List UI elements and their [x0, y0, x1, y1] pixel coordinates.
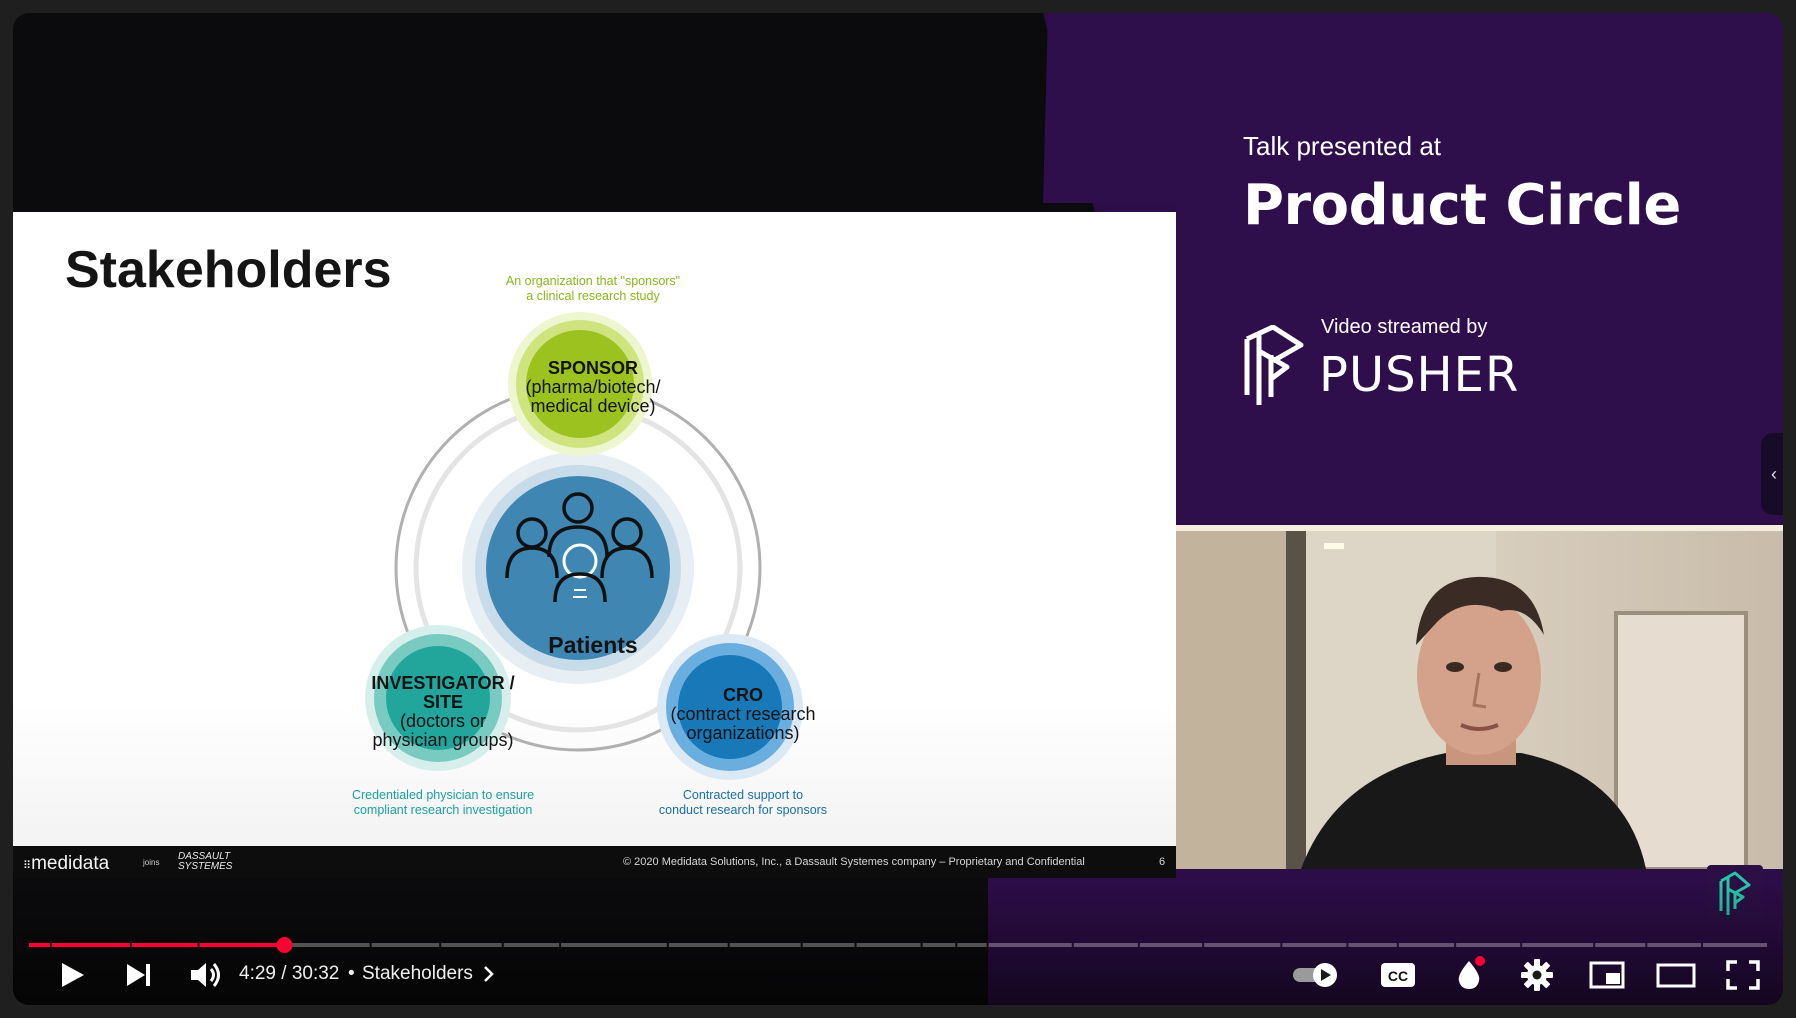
medidata-logo: ⠿medidata — [23, 853, 110, 874]
patients-label: Patients — [548, 632, 638, 658]
presentation-slide: Stakeholders An organization that "spons… — [13, 212, 1176, 878]
progress-segment[interactable] — [1204, 943, 1281, 947]
pusher-wordmark: PUSHER — [1319, 347, 1520, 403]
time-display: 4:29 / 30:32 — [239, 963, 340, 984]
progress-segment[interactable] — [1139, 943, 1203, 947]
progress-segment[interactable] — [371, 943, 440, 947]
cro-subtitle: (contract research organizations) — [670, 704, 816, 743]
progress-played — [199, 943, 283, 947]
play-icon[interactable] — [49, 953, 93, 997]
chevron-right-icon[interactable] — [479, 961, 499, 987]
collapse-panel-tab[interactable]: ‹ — [1761, 433, 1783, 515]
stakeholder-diagram — [365, 312, 803, 780]
progress-segment[interactable] — [1595, 943, 1646, 947]
progress-segment[interactable] — [802, 943, 855, 947]
progress-segment[interactable] — [1282, 943, 1347, 947]
progress-segment[interactable] — [668, 943, 728, 947]
video-player[interactable]: Stakeholders An organization that "spons… — [13, 13, 1783, 1005]
investigator-circle — [386, 646, 490, 750]
progress-segment[interactable] — [957, 943, 987, 947]
slide-number: 6 — [1159, 856, 1166, 868]
people-icon — [505, 492, 654, 603]
investigator-title: INVESTIGATOR / SITE — [371, 673, 515, 712]
joins-text: joins — [143, 858, 160, 867]
streamed-by-text: Video streamed by — [1321, 316, 1488, 338]
cro-circle — [678, 655, 782, 759]
speaker-webcam — [1176, 525, 1783, 869]
dassault-logo: DASSAULT SYSTEMES — [178, 851, 233, 872]
progress-played — [131, 943, 198, 947]
progress-segment[interactable] — [1073, 943, 1138, 947]
speaker-shoulders — [1301, 753, 1646, 869]
progress-played — [29, 943, 50, 947]
chapter-title[interactable]: Stakeholders — [362, 963, 473, 984]
progress-played — [51, 943, 130, 947]
progress-segment[interactable] — [1456, 943, 1521, 947]
captions-icon[interactable]: CC — [1375, 953, 1423, 997]
progress-segment[interactable] — [284, 943, 370, 947]
miniplayer-icon[interactable] — [1583, 953, 1631, 997]
progress-segment[interactable] — [922, 943, 956, 947]
autoplay-toggle[interactable] — [1289, 953, 1345, 997]
scrubber-handle[interactable] — [276, 937, 293, 953]
grid-dots-icon: ⠿ — [23, 860, 32, 872]
progress-segment[interactable] — [729, 943, 801, 947]
cro-title: CRO — [723, 685, 763, 705]
investigator-subtitle: (doctors or physician groups) — [372, 711, 514, 750]
progress-segment[interactable] — [561, 943, 667, 947]
progress-segment[interactable] — [1348, 943, 1397, 947]
ambient-mode-icon[interactable] — [1445, 953, 1493, 997]
pusher-logo-icon — [1244, 325, 1304, 405]
next-icon[interactable] — [117, 953, 161, 997]
fullscreen-icon[interactable] — [1719, 953, 1767, 997]
cro-label: CRO (contract research organizations) — [643, 686, 843, 743]
copyright-text: © 2020 Medidata Solutions, Inc., a Dassa… — [623, 856, 1085, 868]
volume-icon[interactable] — [183, 953, 227, 997]
progress-segment[interactable] — [441, 943, 502, 947]
investigator-annotation: Credentialed physician to ensure complia… — [351, 788, 535, 817]
theater-mode-icon[interactable] — [1651, 953, 1703, 997]
cro-annotation: Contracted support to conduct research f… — [658, 788, 828, 817]
investigator-label: INVESTIGATOR / SITE (doctors or physicia… — [343, 674, 543, 750]
sponsor-annotation: An organization that "sponsors" a clinic… — [505, 274, 681, 303]
progress-segment[interactable] — [988, 943, 1072, 947]
sponsor-title: SPONSOR — [547, 358, 639, 378]
progress-segment[interactable] — [1522, 943, 1594, 947]
progress-segment[interactable] — [1398, 943, 1455, 947]
controls-overlay — [13, 883, 1783, 1005]
settings-icon[interactable] — [1513, 953, 1561, 997]
patients-circle — [486, 476, 670, 660]
speaker-video-frame — [1176, 525, 1783, 869]
chapter-separator: • — [348, 963, 355, 984]
progress-segment[interactable] — [856, 943, 921, 947]
progress-segment[interactable] — [1702, 943, 1767, 947]
event-title: Product Circle — [1243, 173, 1681, 238]
sponsor-label: SPONSOR (pharma/biotech/ medical device) — [483, 359, 703, 416]
captions-label: CC — [1388, 968, 1408, 984]
sponsor-subtitle: (pharma/biotech/ medical device) — [525, 377, 661, 416]
sponsor-circle — [526, 330, 634, 438]
talk-subtitle: Talk presented at — [1243, 131, 1442, 161]
slide-title: Stakeholders — [65, 241, 392, 299]
progress-segment[interactable] — [1647, 943, 1701, 947]
slide-footer: ⠿medidata joins DASSAULT SYSTEMES © 2020… — [13, 846, 1176, 878]
progress-bar[interactable] — [29, 935, 1767, 955]
progress-segment[interactable] — [503, 943, 560, 947]
